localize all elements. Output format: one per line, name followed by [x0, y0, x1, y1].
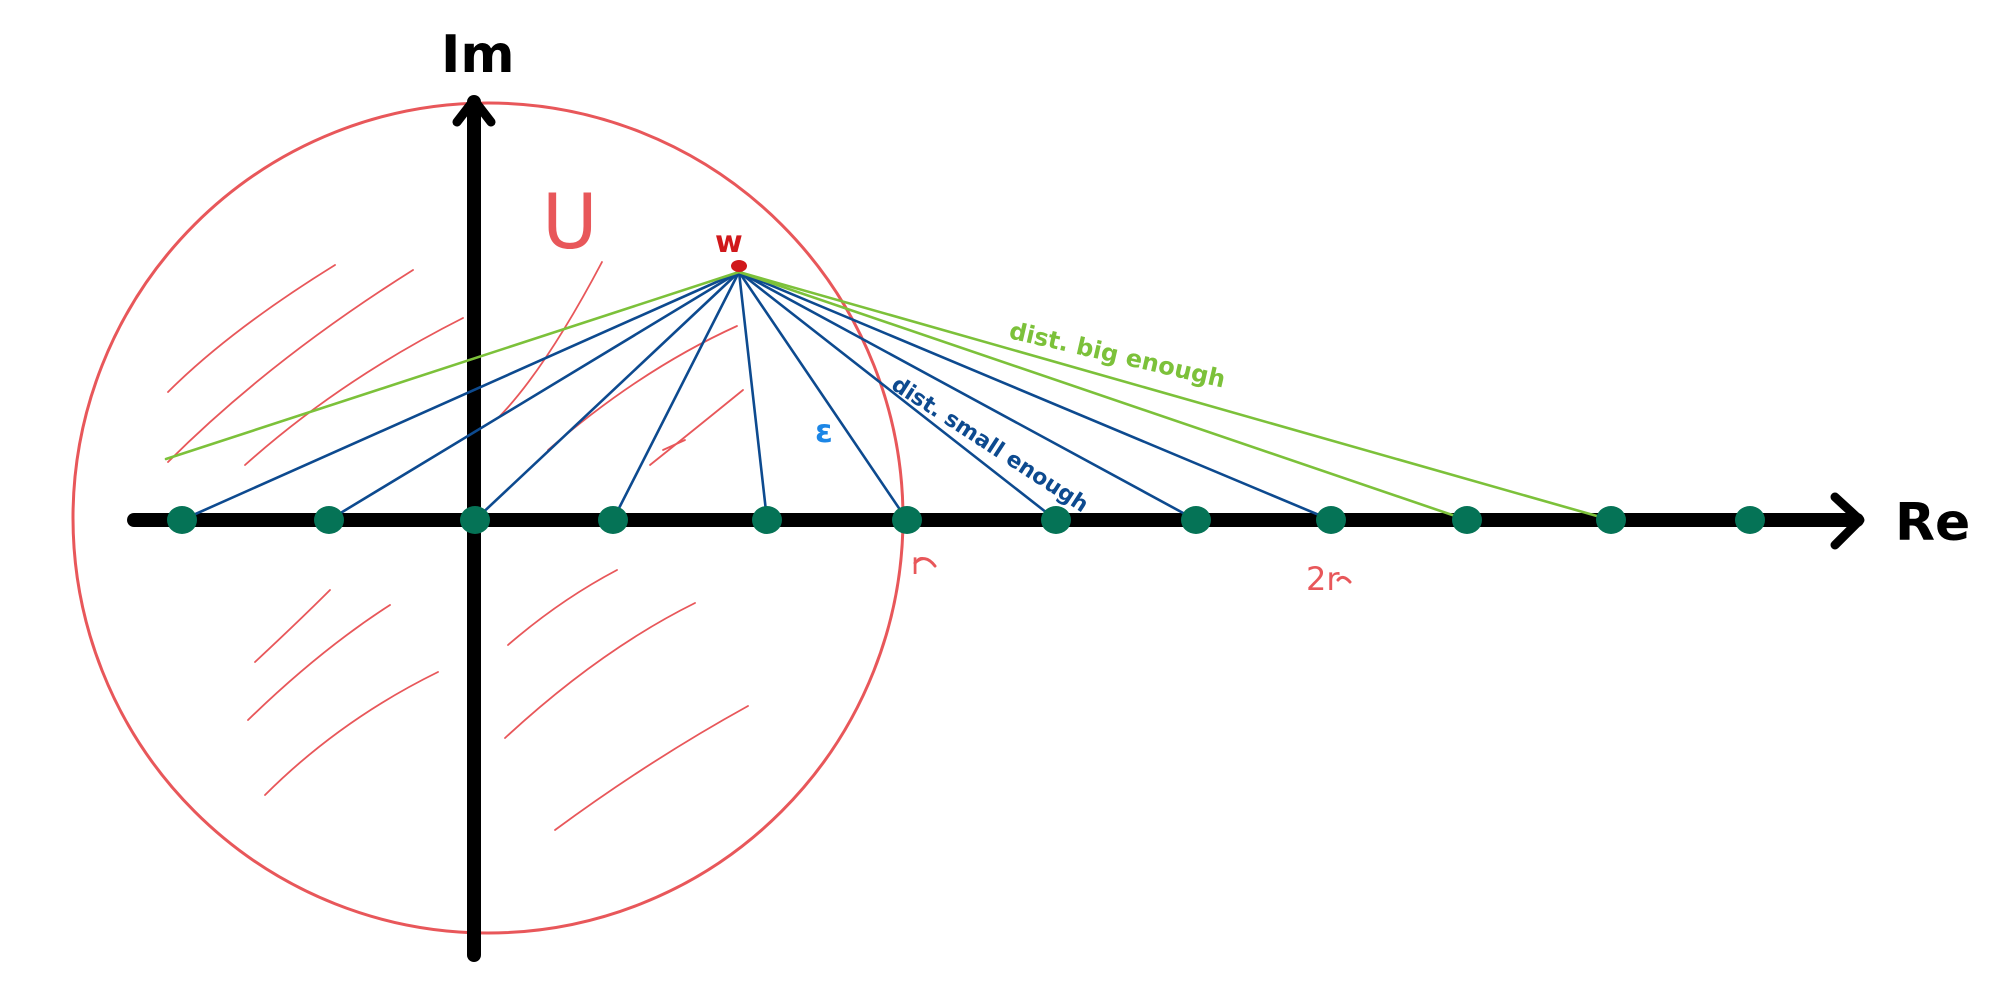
- real-axis-point: [314, 506, 344, 534]
- real-axis-points: [167, 506, 1765, 534]
- near-distance-lines: [180, 270, 1333, 522]
- tick-label-r: r: [911, 547, 924, 582]
- tick-label-2r: 2r: [1306, 560, 1340, 598]
- near-distance-line: [611, 270, 741, 522]
- real-axis-point: [460, 506, 490, 534]
- near-distance-line: [327, 270, 741, 522]
- real-axis-point: [598, 506, 628, 534]
- near-distance-line: [737, 270, 1058, 522]
- real-axis-point: [167, 506, 197, 534]
- far-distance-annotation: dist. big enough: [1007, 317, 1228, 394]
- far-distance-line: [737, 270, 1613, 522]
- region-u: [71, 101, 1352, 935]
- near-distance-line: [180, 270, 741, 522]
- real-axis-point: [1041, 506, 1071, 534]
- real-axis-point: [1452, 506, 1482, 534]
- real-axis-point: [1316, 506, 1346, 534]
- real-axis-label: Re: [1895, 493, 1970, 553]
- far-distance-line: [164, 270, 741, 461]
- real-axis-point: [752, 506, 782, 534]
- near-distance-line: [737, 270, 769, 522]
- imaginary-axis-arrowhead: [452, 95, 496, 127]
- near-distance-line: [737, 270, 909, 522]
- region-u-tick-2r-stroke: [1336, 575, 1352, 584]
- point-w-label: w: [715, 225, 743, 260]
- near-distance-annotation: dist. small enough: [887, 372, 1093, 518]
- region-u-hatching: [167, 261, 749, 831]
- real-axis-point: [1735, 506, 1765, 534]
- epsilon-label: ε: [815, 412, 833, 450]
- real-axis-point: [1181, 506, 1211, 534]
- region-u-tick-r: [913, 557, 937, 568]
- set-u-label: U: [542, 177, 598, 266]
- far-distance-line: [737, 270, 1469, 522]
- near-distance-line: [737, 270, 1198, 522]
- real-axis-point: [892, 506, 922, 534]
- far-distance-lines: [164, 270, 1613, 522]
- real-axis-point: [1596, 506, 1626, 534]
- point-w-dot: [731, 260, 747, 272]
- imaginary-axis-label: Im: [441, 25, 515, 85]
- near-distance-line: [737, 270, 1333, 522]
- real-axis-arrowhead: [1830, 492, 1865, 550]
- near-distance-line: [473, 270, 741, 522]
